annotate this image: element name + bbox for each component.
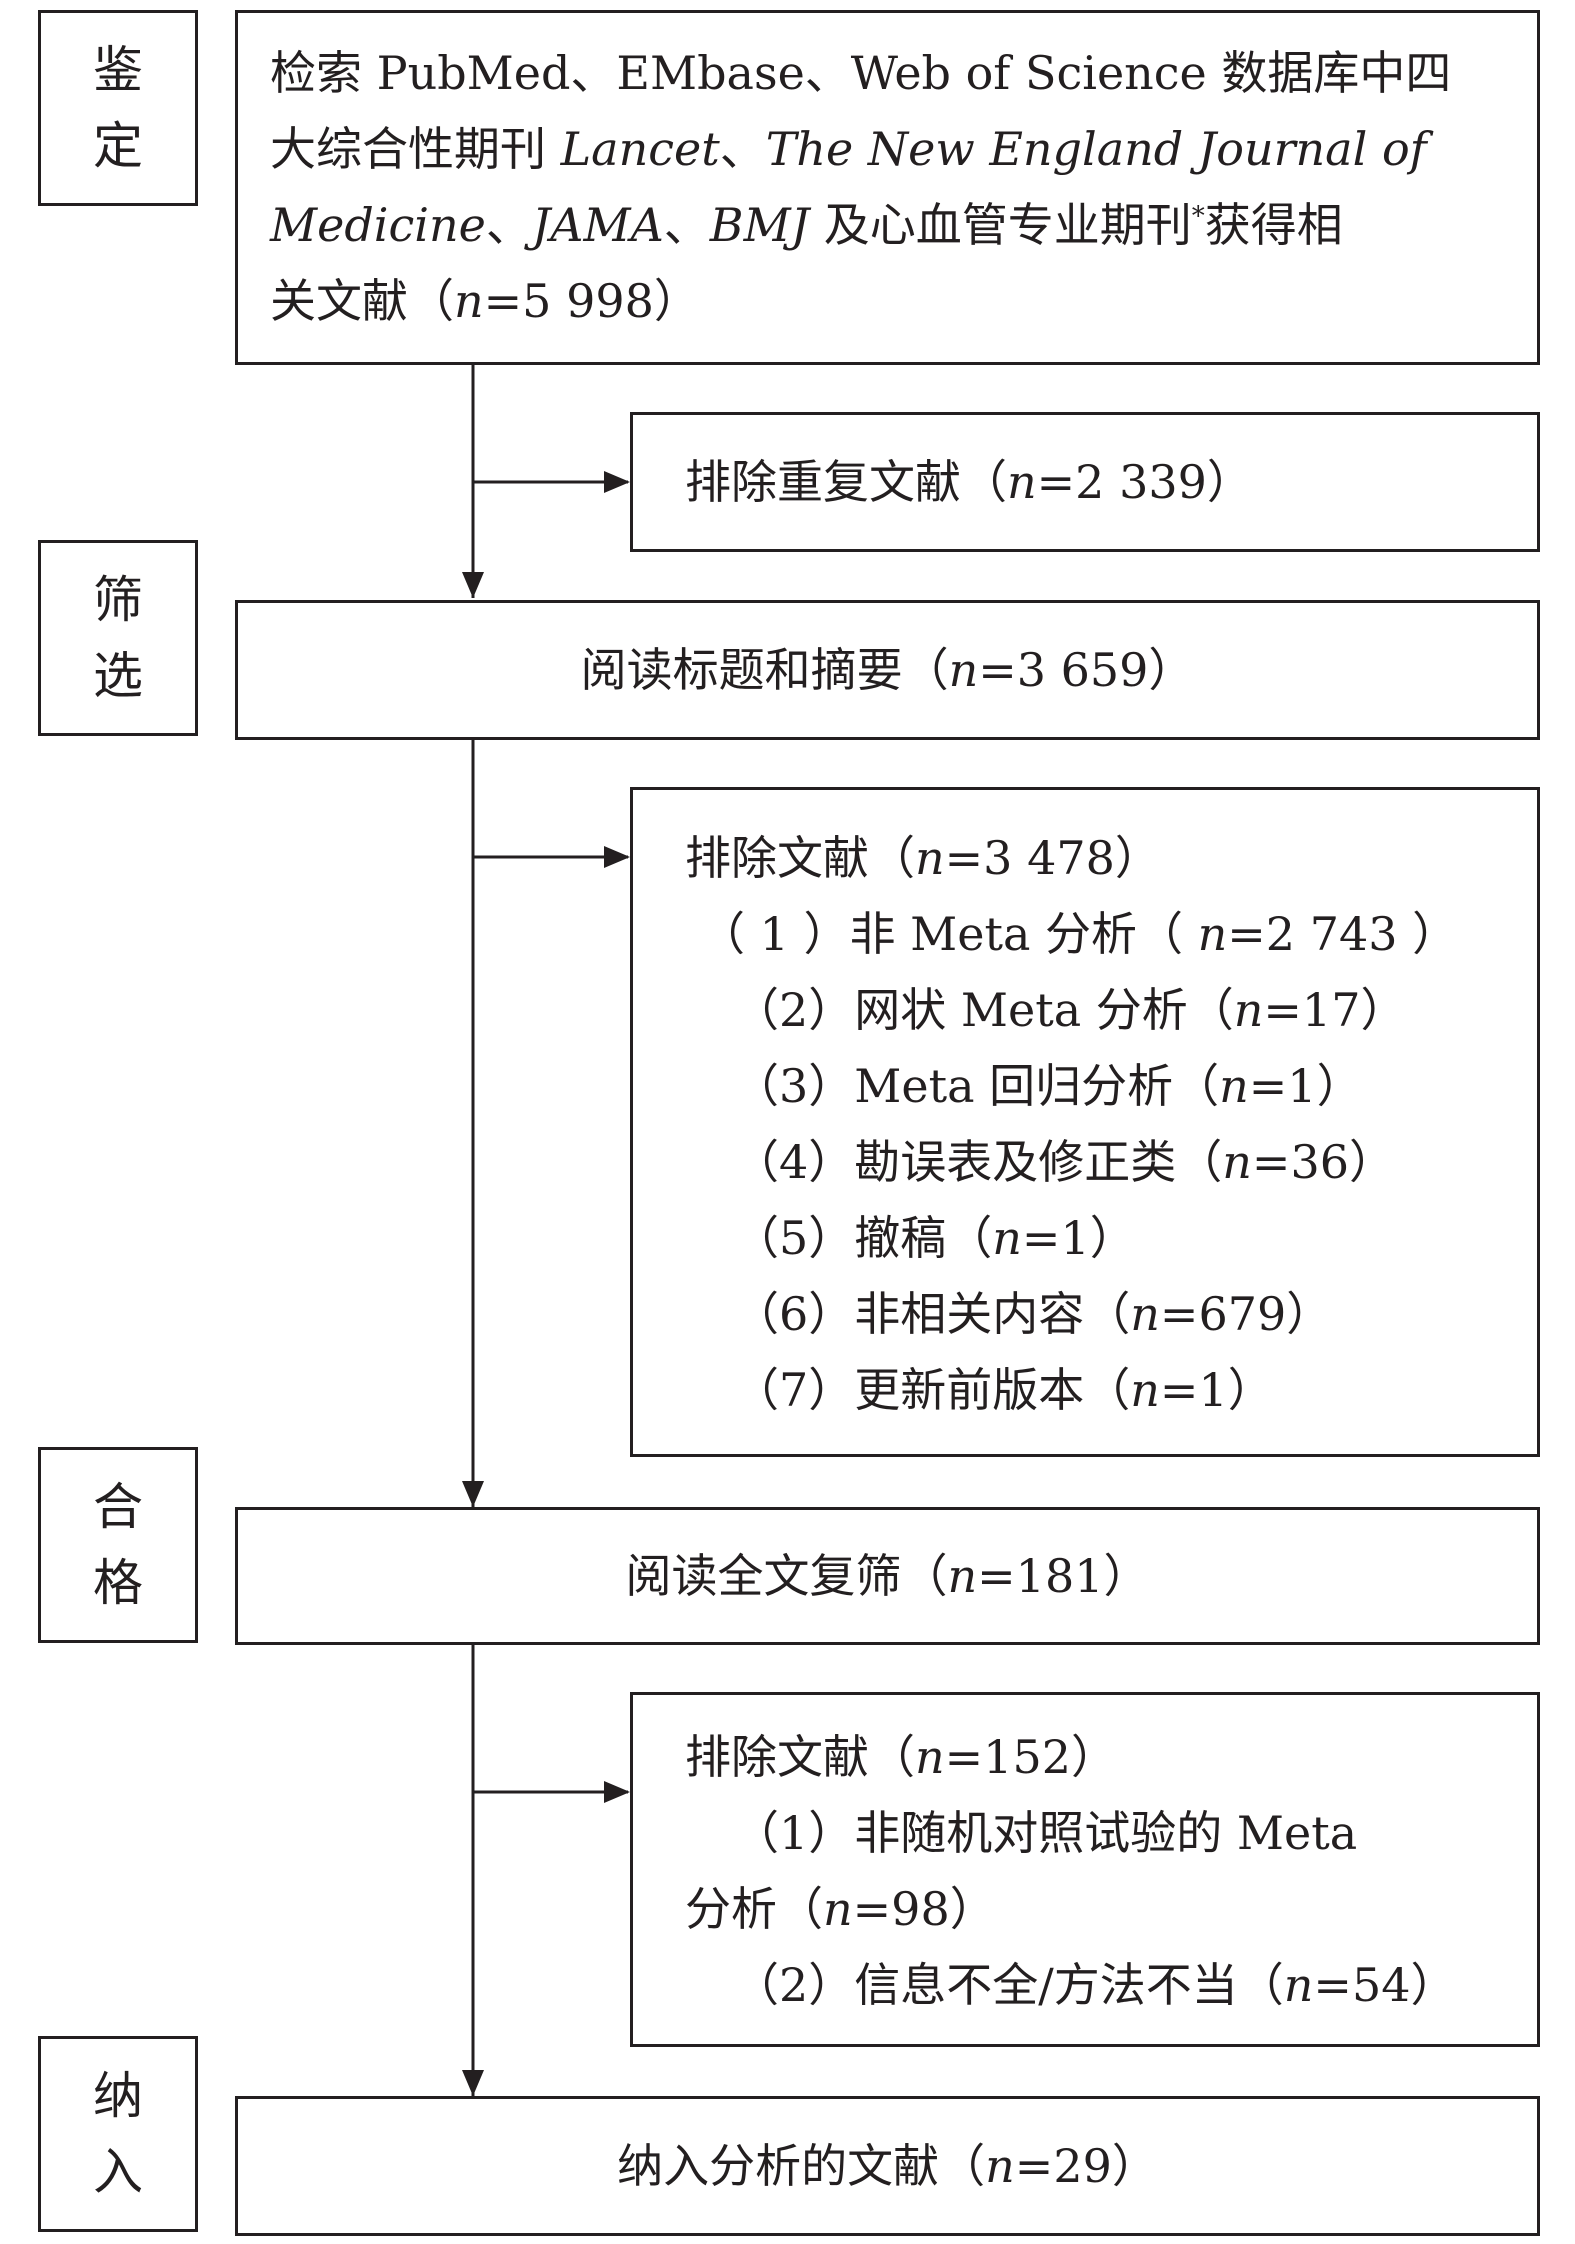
exclusion-1-item: （ 1 ）非 Meta 分析（ n=2 743 ） [699,907,1459,961]
full-text-text: 阅读全文复筛（n=181） [625,1549,1150,1603]
duplicates-text: 排除重复文献（n=2 339） [685,455,1253,509]
identify-line-3: Medicine、JAMA、BMJ 及心血管专业期刊*获得相 [270,198,1343,252]
title-abstract-text: 阅读标题和摘要（n=3 659） [580,643,1195,697]
full-text-box: 阅读全文复筛（n=181） [235,1507,1540,1645]
exclusion-1-item: （3）Meta 回归分析（n=1） [733,1059,1363,1113]
title-abstract-box: 阅读标题和摘要（n=3 659） [235,600,1540,740]
stage-eligibility: 合 格 [38,1447,198,1643]
exclusion-1-item: （5）撤稿（n=1） [733,1211,1136,1265]
exclusion-1-item: （6）非相关内容（n=679） [733,1287,1333,1341]
stage-char: 纳 [93,2067,143,2125]
stage-char: 筛 [93,571,143,629]
exclusion-box-1: 排除文献（n=3 478） （ 1 ）非 Meta 分析（ n=2 743 ） … [630,787,1540,1457]
exclusion-1-item: （7）更新前版本（n=1） [733,1363,1274,1417]
duplicates-excluded-box: 排除重复文献（n=2 339） [630,412,1540,552]
included-box: 纳入分析的文献（n=29） [235,2096,1540,2236]
exclusion-2-item-1: （1）非随机对照试验的 Meta [733,1806,1358,1860]
exclusion-2-heading: 排除文献（n=152） [685,1730,1117,1784]
exclusion-1-item: （4）勘误表及修正类（n=36） [733,1135,1395,1189]
exclusion-1-heading: 排除文献（n=3 478） [685,831,1161,885]
identify-line-1: 检索 PubMed、EMbase、Web of Science 数据库中四 [270,46,1452,100]
stage-char: 选 [93,647,143,705]
exclusion-box-2: 排除文献（n=152） （1）非随机对照试验的 Meta 分析（n=98） （2… [630,1692,1540,2047]
stage-char: 定 [93,117,143,175]
stage-screening: 筛 选 [38,540,198,736]
identify-line-2: 大综合性期刊 Lancet、The New England Journal of [270,122,1427,176]
stage-char: 合 [93,1478,143,1536]
stage-char: 格 [93,1554,143,1612]
stage-inclusion: 纳 入 [38,2036,198,2232]
exclusion-1-item: （2）网状 Meta 分析（n=17） [733,983,1407,1037]
exclusion-2-item-1-cont: 分析（n=98） [685,1882,996,1936]
stage-char: 入 [93,2143,143,2201]
identify-line-4: 关文献（n=5 998） [270,274,700,328]
stage-identification: 鉴 定 [38,10,198,206]
included-text: 纳入分析的文献（n=29） [617,2139,1158,2193]
identification-box: 检索 PubMed、EMbase、Web of Science 数据库中四 大综… [235,10,1540,365]
exclusion-2-item-2: （2）信息不全/方法不当（n=54） [733,1958,1457,2012]
stage-char: 鉴 [93,41,143,99]
